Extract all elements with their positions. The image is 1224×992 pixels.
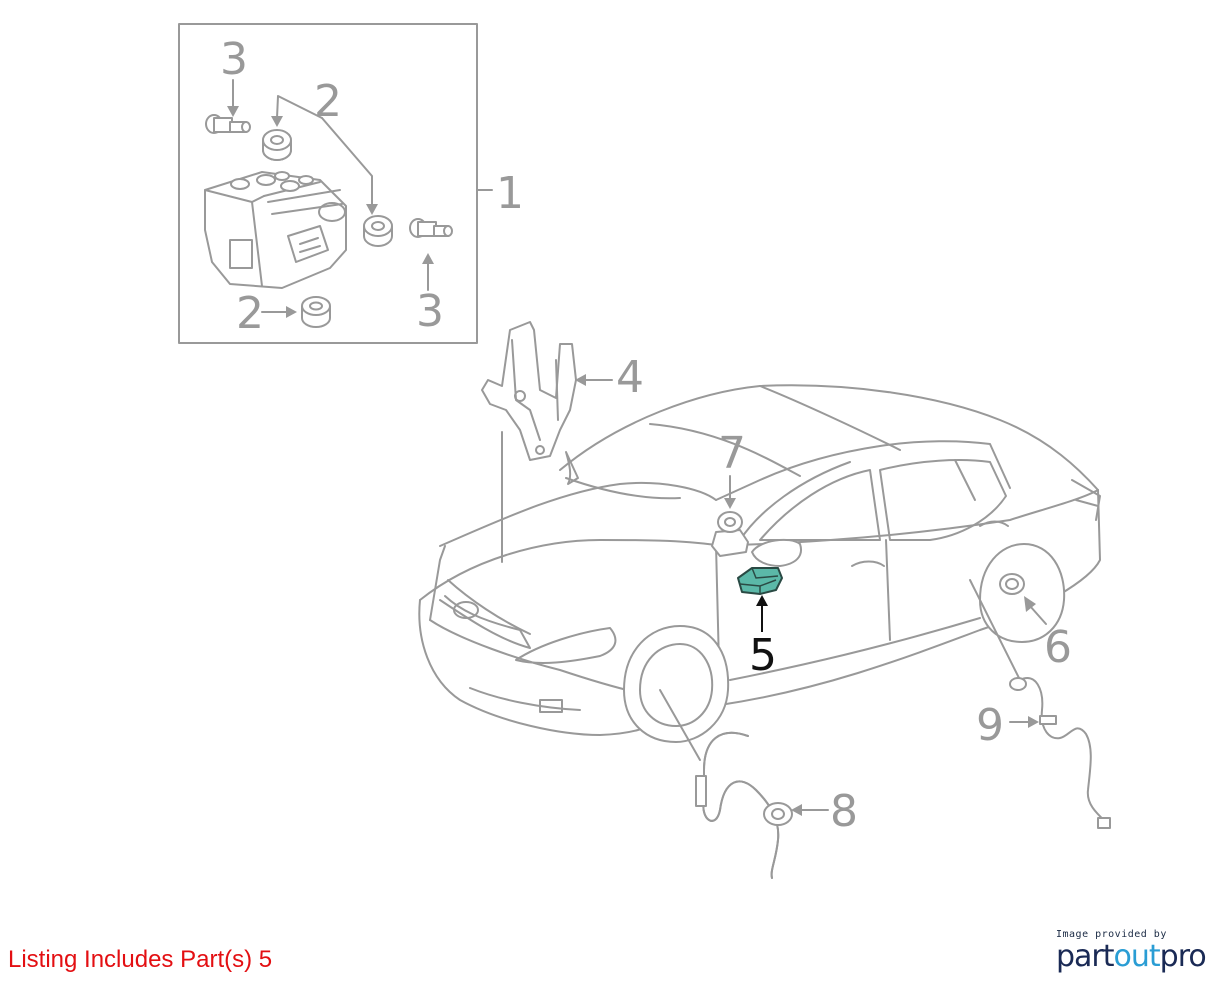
partoutpro-logo: partoutpro bbox=[1056, 940, 1216, 974]
callout-6: 6 bbox=[1044, 622, 1072, 673]
listing-note: Listing Includes Part(s) 5 bbox=[8, 946, 273, 973]
callout-4: 4 bbox=[616, 352, 644, 403]
bolt-right bbox=[409, 218, 453, 238]
logo-text-pro: pro bbox=[1159, 939, 1207, 974]
rear-sensor-part6 bbox=[999, 573, 1047, 625]
bushing-bottom bbox=[301, 296, 331, 328]
rear-sensor-wire-part9 bbox=[969, 579, 1111, 829]
car-outline bbox=[418, 384, 1101, 743]
image-credit: Image provided by partoutpro bbox=[1056, 929, 1216, 974]
callout-5: 5 bbox=[749, 630, 777, 681]
bushing-right bbox=[363, 215, 393, 247]
callout-2-top: 2 bbox=[314, 76, 342, 127]
bushing-top bbox=[262, 129, 292, 161]
callout-2-bottom: 2 bbox=[236, 288, 264, 339]
abs-assembly-box bbox=[178, 23, 478, 344]
front-sensor-wire-part8 bbox=[659, 689, 829, 879]
sensor-bracket-part7 bbox=[711, 475, 749, 557]
callout-7: 7 bbox=[718, 428, 746, 479]
bracket-drawing bbox=[481, 321, 613, 563]
abs-assembly-group bbox=[178, 23, 493, 344]
abs-actuator-drawing bbox=[204, 171, 347, 289]
callout-3-top: 3 bbox=[220, 34, 248, 85]
logo-text-out: out bbox=[1113, 939, 1161, 974]
callout-3-bottom: 3 bbox=[416, 286, 444, 337]
callout-8: 8 bbox=[830, 786, 858, 837]
logo-text-part: part bbox=[1056, 939, 1115, 974]
credit-caption: Image provided by bbox=[1056, 929, 1167, 940]
callout-1: 1 bbox=[496, 168, 524, 219]
highlighted-part5 bbox=[737, 567, 783, 632]
bolt-left bbox=[205, 114, 251, 134]
callout-9: 9 bbox=[976, 700, 1004, 751]
